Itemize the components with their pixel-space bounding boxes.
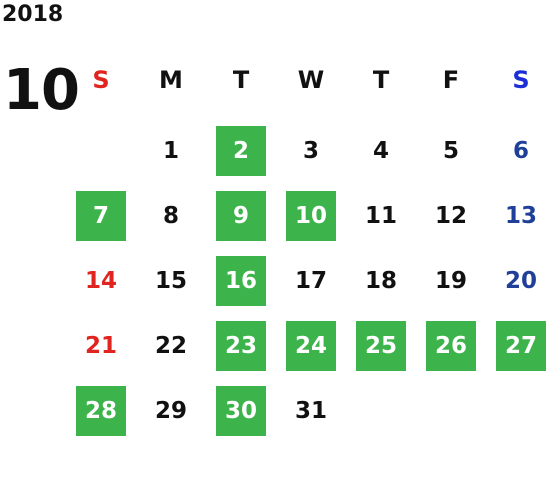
weekday-2: T: [232, 66, 250, 94]
day-cell[interactable]: 21: [84, 333, 117, 359]
day-cell[interactable]: 2: [216, 126, 266, 176]
day-cell[interactable]: 27: [496, 321, 546, 371]
weekday-1: M: [159, 66, 183, 94]
day-cell[interactable]: 5: [442, 138, 459, 164]
day-cell[interactable]: 14: [84, 268, 117, 294]
weekday-6: S: [512, 66, 530, 94]
day-cell[interactable]: 26: [426, 321, 476, 371]
day-cell[interactable]: 4: [372, 138, 389, 164]
day-cell[interactable]: 30: [216, 386, 266, 436]
day-cell[interactable]: 10: [286, 191, 336, 241]
calendar-year: 2018: [2, 2, 64, 27]
day-cell[interactable]: 6: [512, 138, 529, 164]
weekday-4: T: [372, 66, 390, 94]
day-cell[interactable]: 1: [162, 138, 179, 164]
day-cell[interactable]: 12: [434, 203, 467, 229]
day-cell[interactable]: 16: [216, 256, 266, 306]
day-cell[interactable]: 11: [364, 203, 397, 229]
day-cell[interactable]: 8: [162, 203, 179, 229]
day-cell[interactable]: 22: [154, 333, 187, 359]
day-cell[interactable]: 20: [504, 268, 537, 294]
day-cell[interactable]: 7: [76, 191, 126, 241]
day-cell[interactable]: 3: [302, 138, 319, 164]
day-cell[interactable]: 15: [154, 268, 187, 294]
day-cell[interactable]: 9: [216, 191, 266, 241]
day-cell[interactable]: 31: [294, 398, 327, 424]
weekday-0: S: [92, 66, 110, 94]
weekday-3: W: [297, 66, 325, 94]
calendar-month: 10: [3, 58, 80, 123]
day-cell[interactable]: 19: [434, 268, 467, 294]
weekday-5: F: [442, 66, 460, 94]
day-cell[interactable]: 17: [294, 268, 327, 294]
day-cell[interactable]: 23: [216, 321, 266, 371]
day-cell[interactable]: 25: [356, 321, 406, 371]
day-cell[interactable]: 28: [76, 386, 126, 436]
day-cell[interactable]: 29: [154, 398, 187, 424]
day-cell[interactable]: 24: [286, 321, 336, 371]
day-cell[interactable]: 13: [504, 203, 537, 229]
day-cell[interactable]: 18: [364, 268, 397, 294]
